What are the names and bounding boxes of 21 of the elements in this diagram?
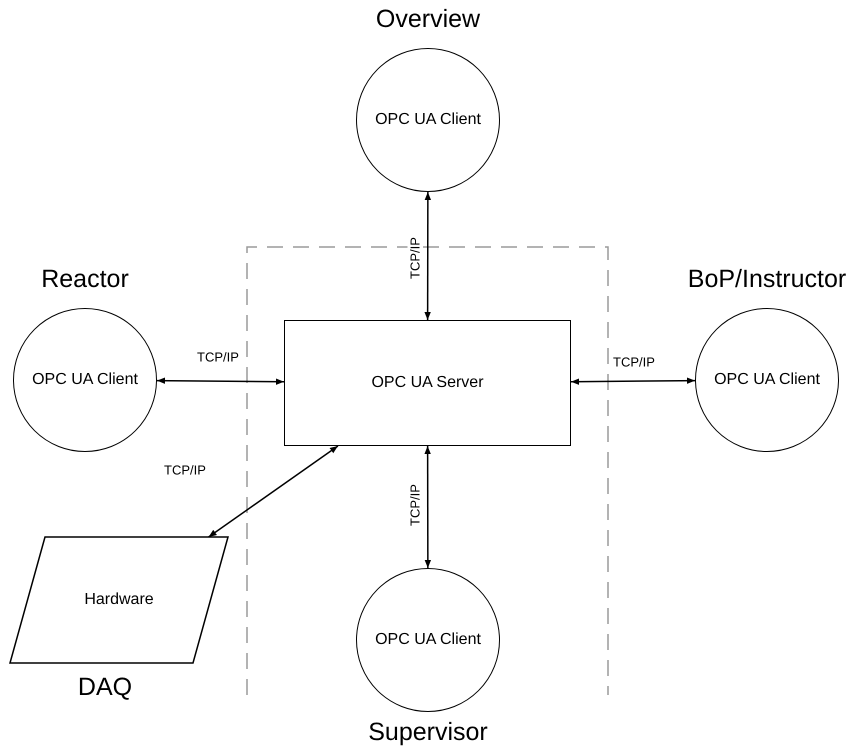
double-arrow [424,192,432,320]
node-title: Overview [376,5,480,34]
node-title: DAQ [78,673,132,702]
edge-label: TCP/IP [612,354,656,370]
node-title: BoP/Instructor [688,265,846,294]
node-label: Hardware [84,591,154,609]
node-title: Supervisor [368,718,488,747]
edge-label: TCP/IP [196,350,240,364]
node-label: OPC UA Client [714,371,820,389]
double-arrow [208,445,338,538]
node-label: OPC UA Server [371,374,484,392]
node-title: Reactor [41,265,129,294]
double-arrow [424,446,432,568]
edge-label: TCP/IP [408,236,422,280]
edge-label: TCP/IP [163,462,207,478]
node-label: OPC UA Client [375,111,481,129]
edge-label: TCP/IP [408,483,422,527]
node-label: OPC UA Client [32,371,138,389]
double-arrow [571,378,696,385]
double-arrow [156,378,284,385]
node-label: OPC UA Client [375,631,481,649]
